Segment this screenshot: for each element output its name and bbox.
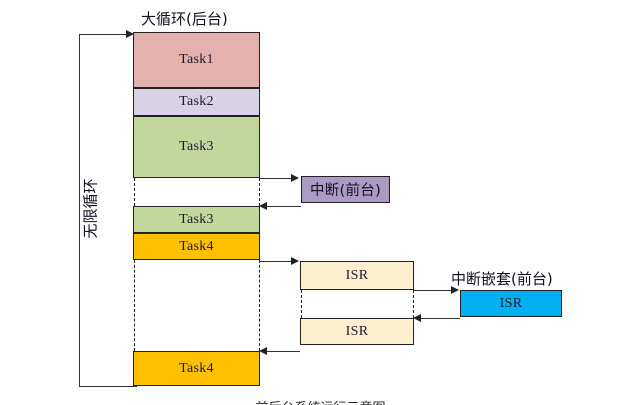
interrupt-block: 中断(前台)	[301, 176, 390, 203]
task-block-task2: Task2	[133, 88, 260, 116]
task-block-task4-second: Task4	[133, 351, 260, 386]
loop-bottom-segment	[79, 386, 137, 387]
isr-block-second: ISR	[300, 318, 414, 345]
isr-block-first: ISR	[300, 261, 414, 290]
task-column-dash-left-gap1	[133, 178, 135, 206]
loop-top-segment	[79, 34, 129, 35]
task-column-dash-right-gap2	[259, 260, 260, 351]
isr-return-line	[266, 351, 300, 352]
infinite-loop-label: 无限循环	[81, 178, 100, 239]
nested-return-arrowhead	[413, 313, 421, 322]
interrupt-return-line	[266, 206, 301, 207]
interrupt-enter-line	[260, 178, 294, 179]
task-block-task3-first: Task3	[133, 116, 260, 178]
nested-interrupt-title: 中断嵌套(前台)	[451, 270, 553, 288]
task-block-task3-second: Task3	[133, 206, 260, 233]
nested-enter-line	[414, 290, 453, 291]
isr-return-arrowhead	[259, 346, 267, 355]
loop-top-arrowhead	[126, 29, 134, 38]
figure-caption: 前后台系统运行示意图	[0, 397, 641, 405]
nested-isr-block: ISR	[460, 290, 562, 317]
interrupt-enter-arrowhead	[291, 173, 299, 182]
background-loop-title: 大循环(后台)	[141, 10, 228, 28]
isr-column-dash-right	[413, 290, 414, 318]
nested-enter-arrowhead	[451, 285, 459, 294]
task-block-task4-first: Task4	[133, 233, 260, 260]
loop-left-spine	[79, 34, 80, 386]
isr-column-dash-left	[300, 290, 302, 318]
task-column-dash-left-gap2	[133, 260, 135, 351]
nested-return-line	[421, 318, 460, 319]
interrupt-return-arrowhead	[259, 201, 267, 210]
task-block-task1: Task1	[133, 32, 260, 88]
isr-enter-line	[260, 261, 294, 262]
isr-enter-arrowhead	[291, 256, 299, 265]
task-column-dash-right-gap1	[259, 178, 260, 206]
